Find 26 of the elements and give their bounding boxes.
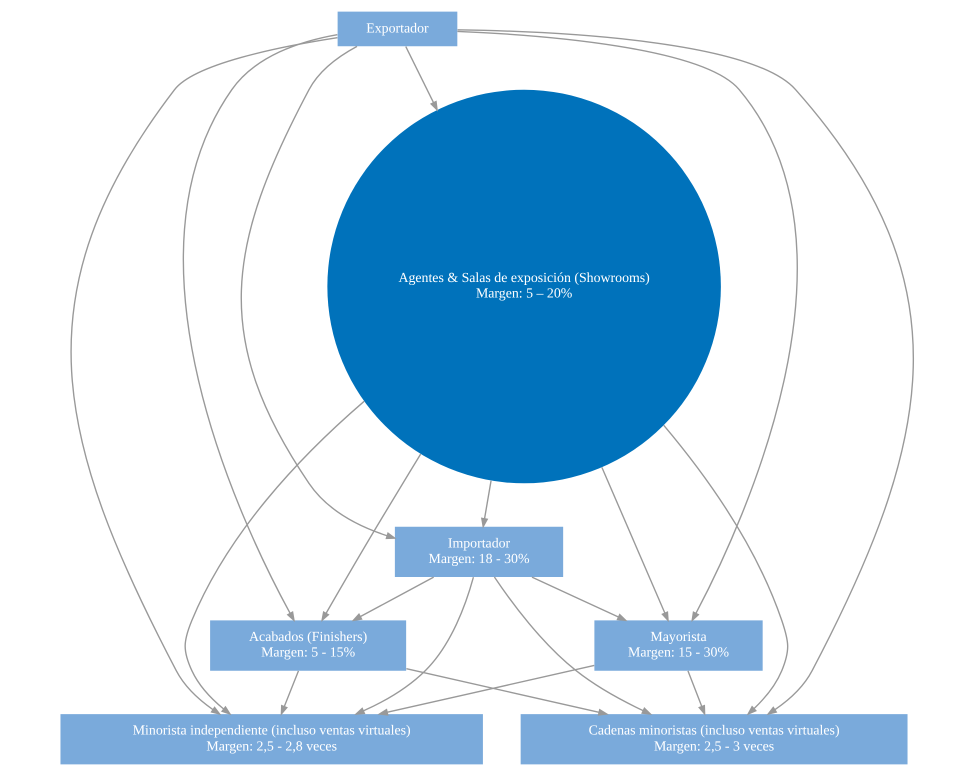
- arrow: [405, 46, 438, 112]
- node-box: Mayorista Margen: 15 - 30%: [594, 620, 763, 671]
- node-box: Minorista independiente (incluso ventas virtuales) Margen: 2,5 - 2,8 veces: [60, 714, 483, 764]
- arrow: [280, 670, 300, 716]
- arrow: [183, 34, 338, 622]
- arrow: [354, 577, 474, 715]
- arrow: [184, 400, 365, 716]
- arrow: [406, 668, 609, 716]
- arrow: [457, 30, 798, 622]
- arrow: [494, 576, 652, 715]
- arrow: [352, 576, 434, 622]
- node-box: Exportador: [338, 12, 458, 46]
- node-box: Importador Margen: 18 - 30%: [394, 526, 564, 578]
- arrow: [377, 664, 594, 716]
- arrow: [601, 467, 669, 622]
- arrow: [240, 46, 397, 540]
- arrow: [321, 454, 422, 622]
- node-circle: Agentes & Salas de exposición (Showrooms) Margen: 5 – 20%: [327, 90, 721, 484]
- arrow: [458, 29, 914, 716]
- arrow: [532, 576, 628, 622]
- arrow: [480, 480, 492, 529]
- arrow: [70, 37, 338, 716]
- node-box: Cadenas minoristas (incluso ventas virtuales) Margen: 2,5 - 3 veces: [520, 714, 908, 764]
- arrow: [663, 424, 788, 716]
- node-box: Acabados (Finishers) Margen: 5 - 15%: [210, 620, 406, 671]
- arrow: [687, 670, 706, 716]
